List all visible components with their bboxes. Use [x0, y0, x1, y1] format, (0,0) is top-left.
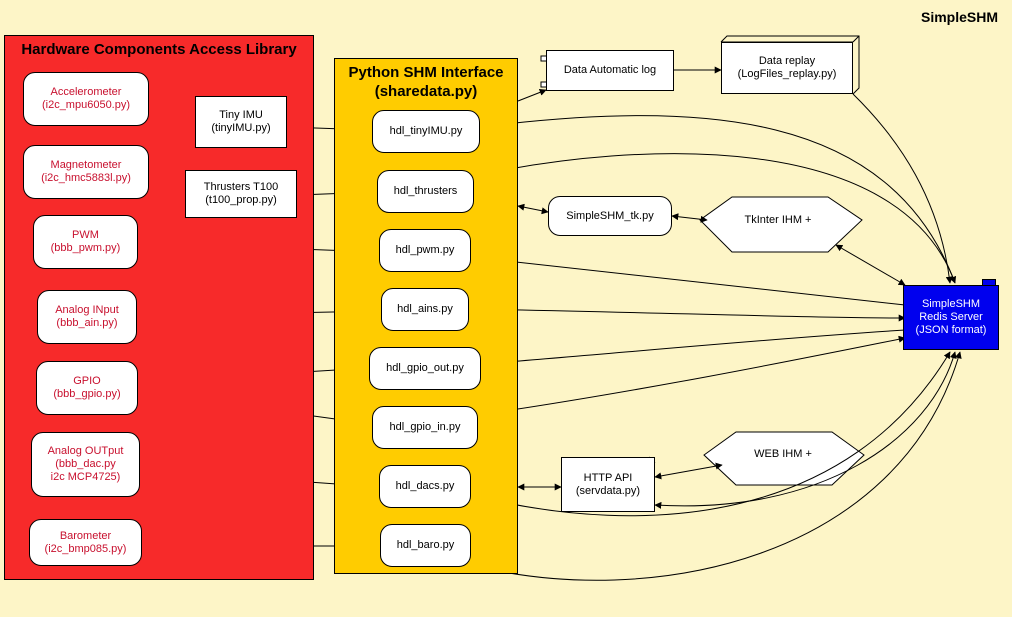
node-label: Data replay: [758, 55, 816, 67]
node-label: Magnetometer: [50, 159, 122, 171]
conn-py-datalog: [517, 89, 547, 102]
node-file: (bbb_dac.py: [55, 458, 116, 470]
node-label: hdl_dacs.py: [395, 480, 455, 492]
node-label: hdl_ains.py: [397, 303, 453, 315]
conn-hdltinyimu-redis: [479, 115, 957, 284]
pwm-node[interactable]: PWM (bbb_pwm.py): [33, 215, 138, 269]
web-ihm-label: WEB IHM +: [754, 448, 812, 460]
node-label: hdl_thrusters: [393, 185, 458, 197]
node-file: (bbb_ain.py): [56, 317, 118, 329]
hdl-tinyimu-node[interactable]: hdl_tinyIMU.py: [372, 110, 480, 153]
redis-label-3: (JSON format): [915, 324, 987, 336]
conn-hdlains-redis: [468, 308, 906, 322]
node-file: (bbb_pwm.py): [50, 242, 121, 254]
node-label: Accelerometer: [50, 86, 122, 98]
gpio-node[interactable]: GPIO (bbb_gpio.py): [36, 361, 138, 415]
tiny-imu-node[interactable]: Tiny IMU (tinyIMU.py): [195, 96, 287, 148]
analog-output-node[interactable]: Analog OUTput (bbb_dac.py i2c MCP4725): [31, 432, 140, 497]
hdl-baro-node[interactable]: hdl_baro.py: [380, 524, 471, 567]
conn-http-web: [654, 462, 723, 480]
conn-http-redis: [654, 351, 957, 509]
barometer-node[interactable]: Barometer (i2c_bmp085.py): [29, 519, 142, 566]
hdl-ains-node[interactable]: hdl_ains.py: [381, 288, 469, 331]
node-label: hdl_tinyIMU.py: [389, 125, 463, 137]
node-label: hdl_baro.py: [396, 539, 455, 551]
node-label: hdl_gpio_out.py: [386, 362, 464, 374]
redis-label-1: SimpleSHM: [921, 298, 981, 310]
hdl-gpio-out-node[interactable]: hdl_gpio_out.py: [369, 347, 481, 390]
node-label: GPIO: [73, 375, 101, 387]
conn-hdldacs-redis: [470, 351, 951, 517]
node-label: PWM: [72, 229, 99, 241]
node-label: Analog OUTput: [47, 445, 124, 457]
node-label: HTTP API: [583, 471, 633, 484]
conn-tkinter-redis: [835, 244, 906, 286]
simpleshm-tk-node[interactable]: SimpleSHM_tk.py: [548, 196, 672, 236]
data-automatic-log-node[interactable]: Data Automatic log: [546, 50, 674, 91]
node-label: Analog INput: [55, 304, 119, 316]
node-label: Tiny IMU: [219, 109, 263, 121]
http-api-node[interactable]: HTTP API (servdata.py): [561, 457, 655, 512]
hdl-thrusters-node[interactable]: hdl_thrusters: [377, 170, 474, 213]
redis-server-node[interactable]: SimpleSHM Redis Server (JSON format): [903, 285, 999, 350]
node-label: Thrusters T100: [203, 181, 279, 193]
python-group-title-text: Python SHM Interface: [348, 64, 504, 81]
page-title: SimpleSHM: [920, 9, 998, 25]
hardware-group-title: Hardware Components Access Library: [21, 41, 297, 58]
node-label: hdl_pwm.py: [395, 244, 455, 256]
redis-folder-tab: [982, 279, 996, 286]
conn-redis-hdlgpioout: [480, 329, 906, 368]
node-file: (bbb_gpio.py): [53, 388, 121, 400]
conn-redis-hdlthrusters: [473, 153, 956, 284]
node-label: hdl_gpio_in.py: [389, 421, 461, 433]
node-label: SimpleSHM_tk.py: [566, 209, 654, 222]
conn-py-tk: [517, 203, 549, 215]
accelerometer-node[interactable]: Accelerometer (i2c_mpu6050.py): [23, 72, 149, 126]
node-file: (servdata.py): [575, 484, 641, 497]
node-file-2: i2c MCP4725): [50, 471, 121, 483]
node-file: (i2c_hmc5883l.py): [41, 172, 131, 184]
conn-tk-tkinter: [671, 213, 708, 223]
node-file: (t100_prop.py): [205, 194, 277, 206]
conn-hdlbaro-redis: [470, 351, 962, 581]
node-file: (i2c_bmp085.py): [44, 542, 127, 555]
node-label: Data Automatic log: [563, 64, 657, 76]
tkinter-ihm-label: TkInter IHM +: [744, 214, 812, 226]
node-label: Barometer: [59, 529, 112, 542]
conn-hdlpwm-redis: [470, 254, 906, 306]
redis-label-2: Redis Server: [919, 311, 983, 323]
magnetometer-node[interactable]: Magnetometer (i2c_hmc5883l.py): [23, 145, 149, 199]
hdl-gpio-in-node[interactable]: hdl_gpio_in.py: [372, 406, 478, 449]
python-group-title: Python SHM Interface (sharedata.py): [335, 63, 517, 101]
hdl-dacs-node[interactable]: hdl_dacs.py: [379, 465, 471, 508]
node-file: (LogFiles_replay.py): [737, 68, 837, 80]
conn-hdlgpioin-redis: [477, 335, 906, 416]
analog-input-node[interactable]: Analog INput (bbb_ain.py): [37, 290, 137, 344]
python-group-subtitle: (sharedata.py): [374, 83, 478, 100]
thrusters-t100-node[interactable]: Thrusters T100 (t100_prop.py): [185, 170, 297, 218]
data-replay-node[interactable]: Data replay (LogFiles_replay.py): [721, 42, 853, 94]
node-file: (tinyIMU.py): [211, 122, 271, 134]
node-file: (i2c_mpu6050.py): [41, 99, 131, 111]
conn-replay-redis: [852, 93, 953, 284]
hdl-pwm-node[interactable]: hdl_pwm.py: [379, 229, 471, 272]
